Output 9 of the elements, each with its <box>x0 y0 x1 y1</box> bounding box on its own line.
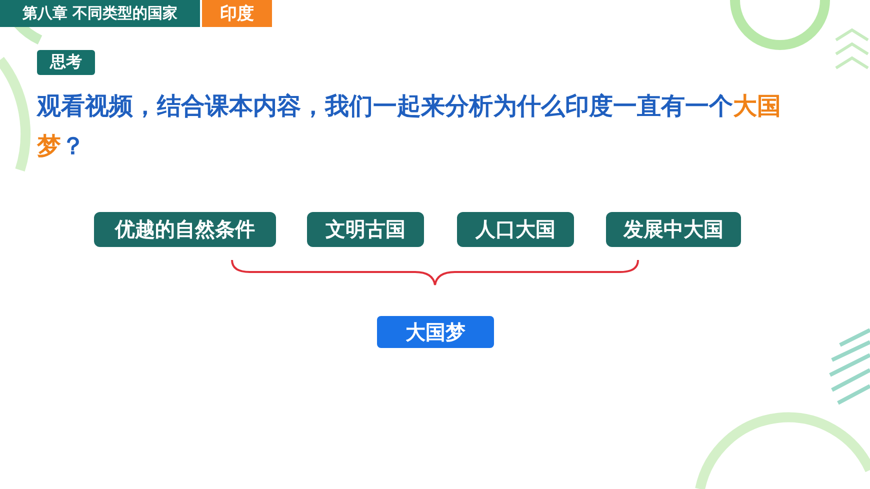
factor-box: 人口大国 <box>457 212 574 247</box>
question-text: 观看视频，结合课本内容，我们一起来分析为什么印度一直有一个大国梦？ <box>37 91 782 162</box>
conclusion-box: 大国梦 <box>377 316 494 348</box>
chapter-tab: 第八章 不同类型的国家 <box>0 0 200 27</box>
factor-box: 优越的自然条件 <box>94 212 276 247</box>
factor-box: 发展中大国 <box>606 212 741 247</box>
section-tag: 思考 <box>37 50 95 75</box>
topic-tab: 印度 <box>202 0 272 27</box>
factor-box: 文明古国 <box>307 212 424 247</box>
